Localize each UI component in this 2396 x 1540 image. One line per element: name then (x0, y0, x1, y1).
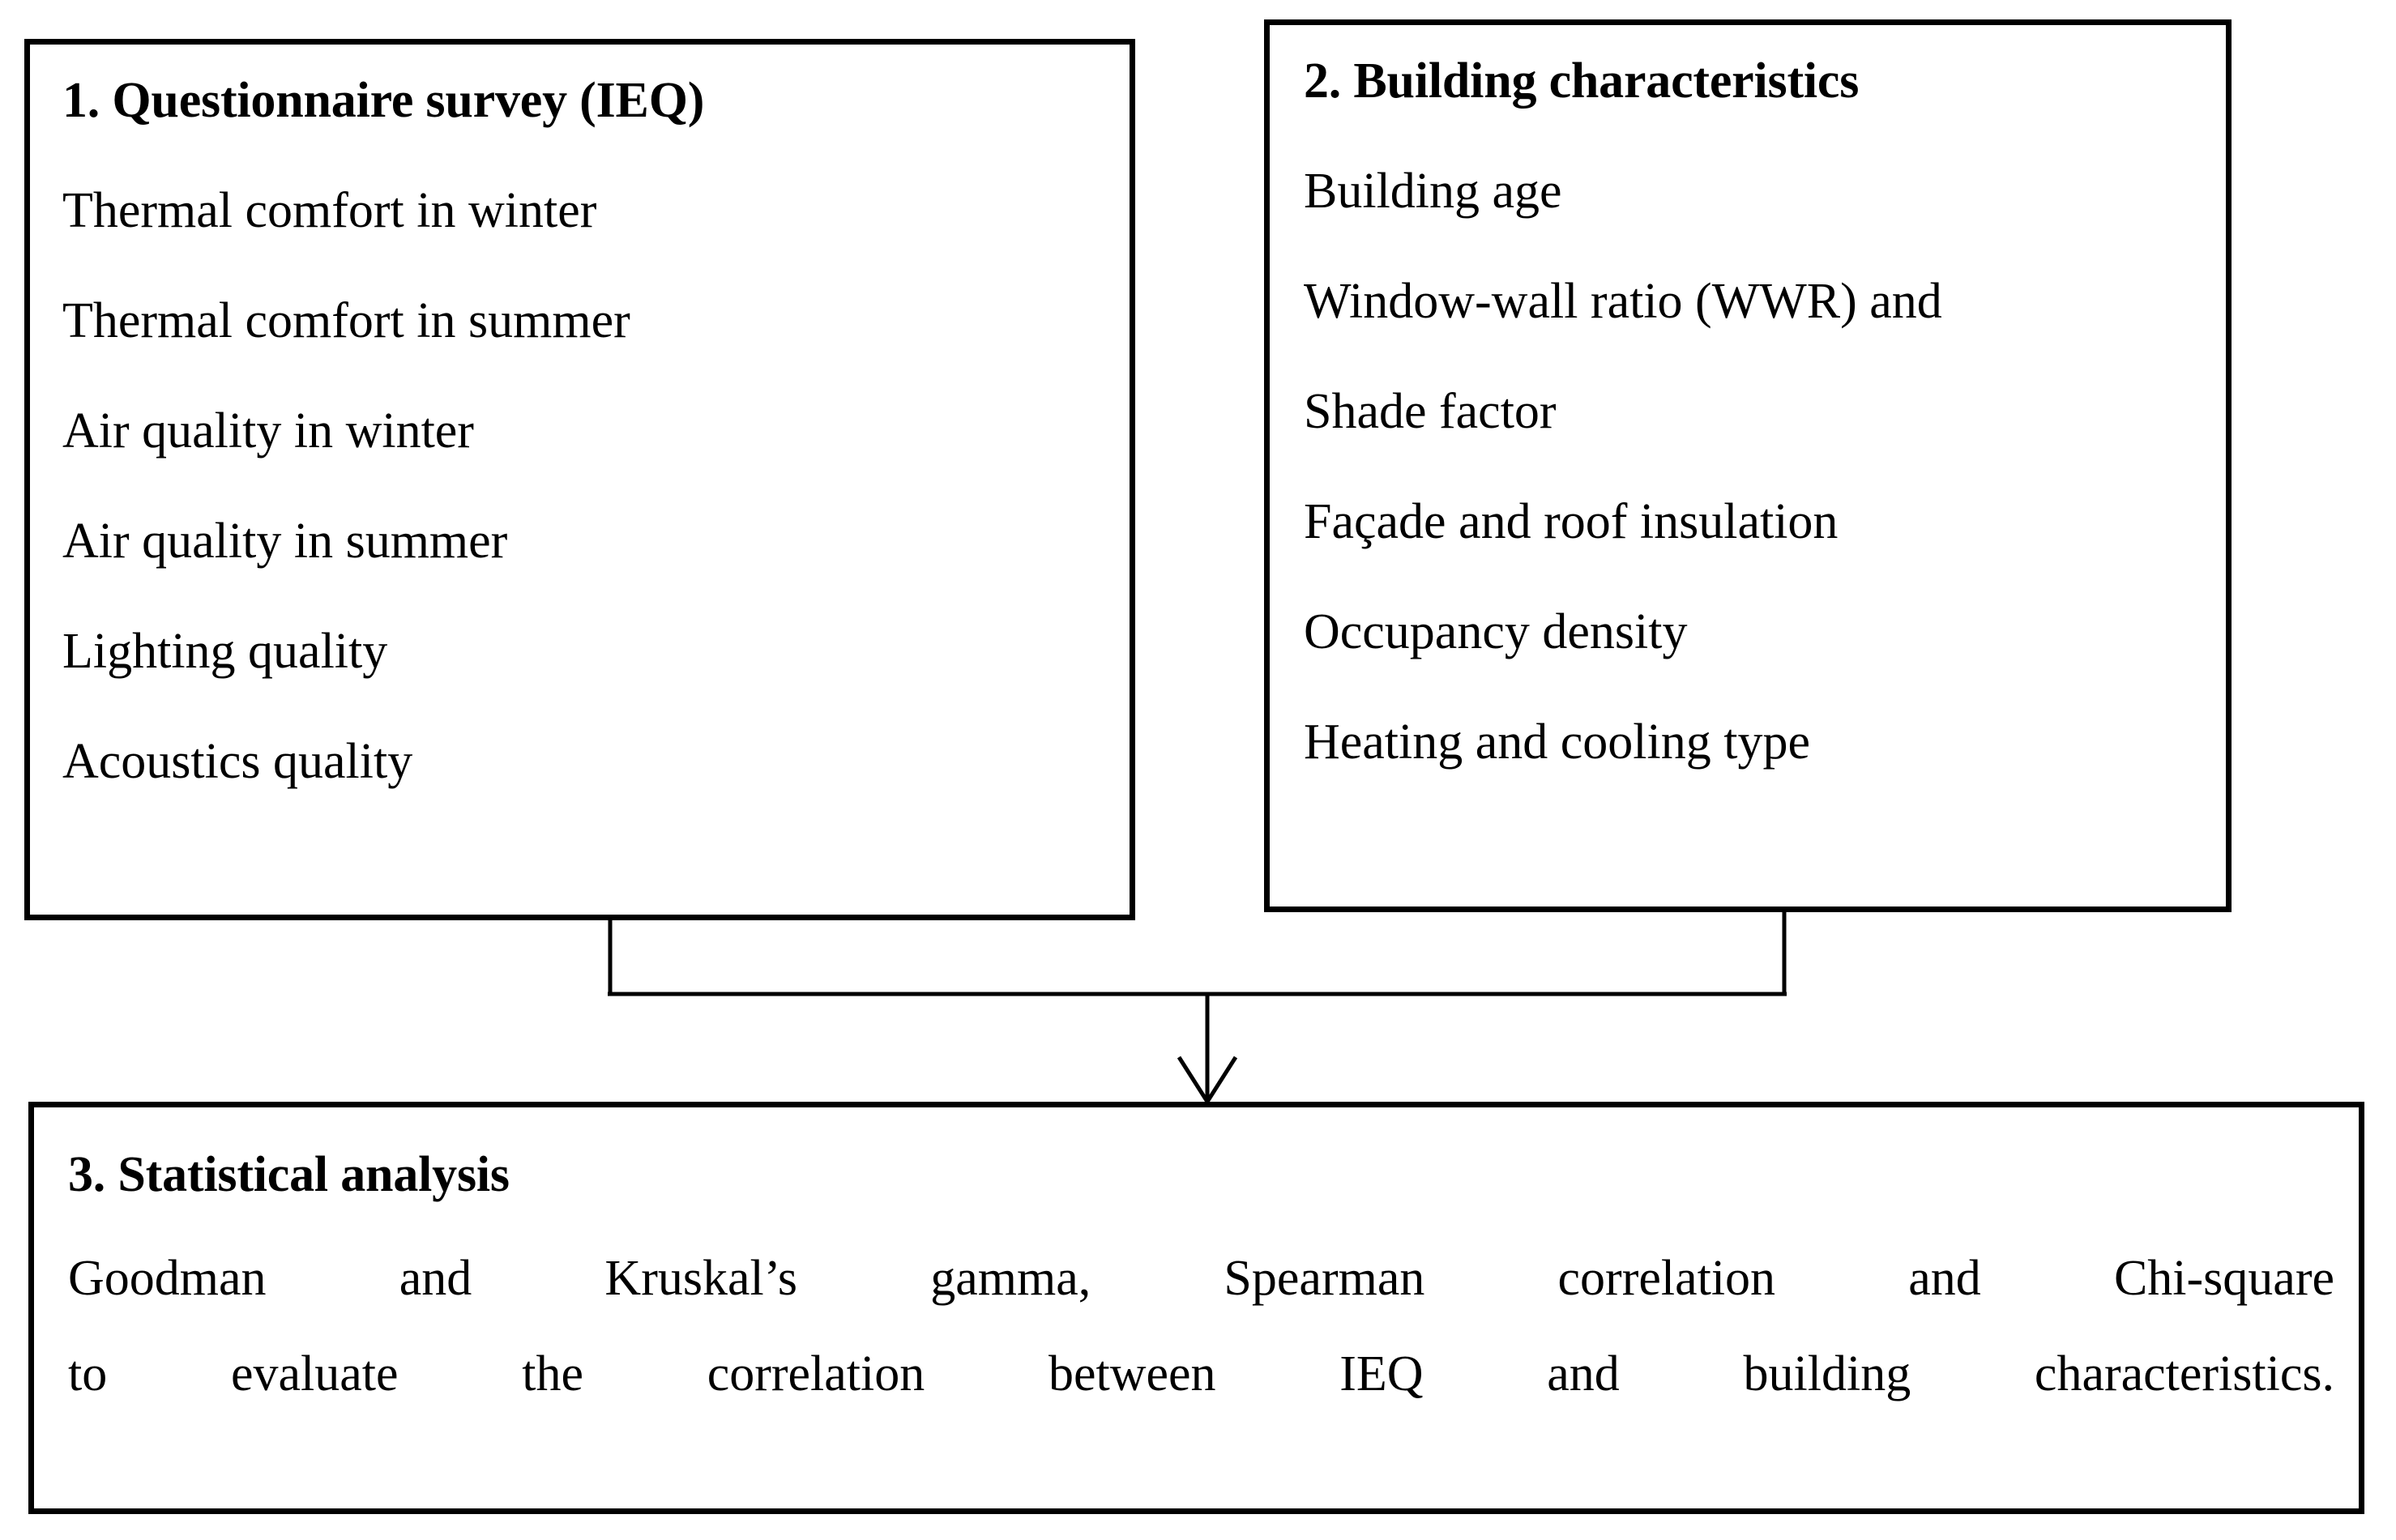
box-statistical-content: 3. Statistical analysis Goodman and Krus… (34, 1107, 2359, 1508)
box-building-characteristics: 2. Building characteristics Building age… (1264, 19, 2232, 912)
box-questionnaire-survey: 1. Questionnaire survey (IEQ) Thermal co… (24, 39, 1135, 920)
arrow-head-icon (1177, 1056, 1238, 1106)
box-statistical-title: 3. Statistical analysis (68, 1147, 510, 1202)
box-statistical-analysis: 3. Statistical analysis Goodman and Krus… (28, 1102, 2364, 1514)
list-item: Occupancy density (1304, 604, 1688, 659)
list-item: Shade factor (1304, 384, 1557, 439)
box-building-content: 2. Building characteristics Building age… (1270, 25, 2226, 907)
box-questionnaire-content: 1. Questionnaire survey (IEQ) Thermal co… (30, 45, 1130, 915)
list-item: Building age (1304, 164, 1562, 219)
box-building-title: 2. Building characteristics (1304, 53, 1860, 109)
list-item: Thermal comfort in winter (62, 183, 597, 238)
list-item: Air quality in summer (62, 514, 508, 569)
body-line-2: to evaluate the correlation between IEQ … (68, 1346, 2334, 1401)
box-building-item-list: Building age Window-wall ratio (WWR) and… (1304, 117, 2214, 767)
list-item: Acoustics quality (62, 734, 413, 789)
body-line-1: Goodman and Kruskal’s gamma, Spearman co… (68, 1251, 2334, 1306)
list-item: Lighting quality (62, 624, 388, 679)
list-item: Heating and cooling type (1304, 715, 1810, 770)
list-item: Thermal comfort in summer (62, 293, 630, 348)
box-statistical-body: Goodman and Kruskal’s gamma, Spearman co… (68, 1200, 2334, 1399)
box-questionnaire-title: 1. Questionnaire survey (IEQ) (62, 73, 705, 128)
box-questionnaire-item-list: Thermal comfort in winter Thermal comfor… (62, 137, 1110, 787)
list-item: Air quality in winter (62, 403, 474, 459)
list-item: Window-wall ratio (WWR) and (1304, 274, 1942, 329)
list-item: Façade and roof insulation (1304, 494, 1839, 549)
